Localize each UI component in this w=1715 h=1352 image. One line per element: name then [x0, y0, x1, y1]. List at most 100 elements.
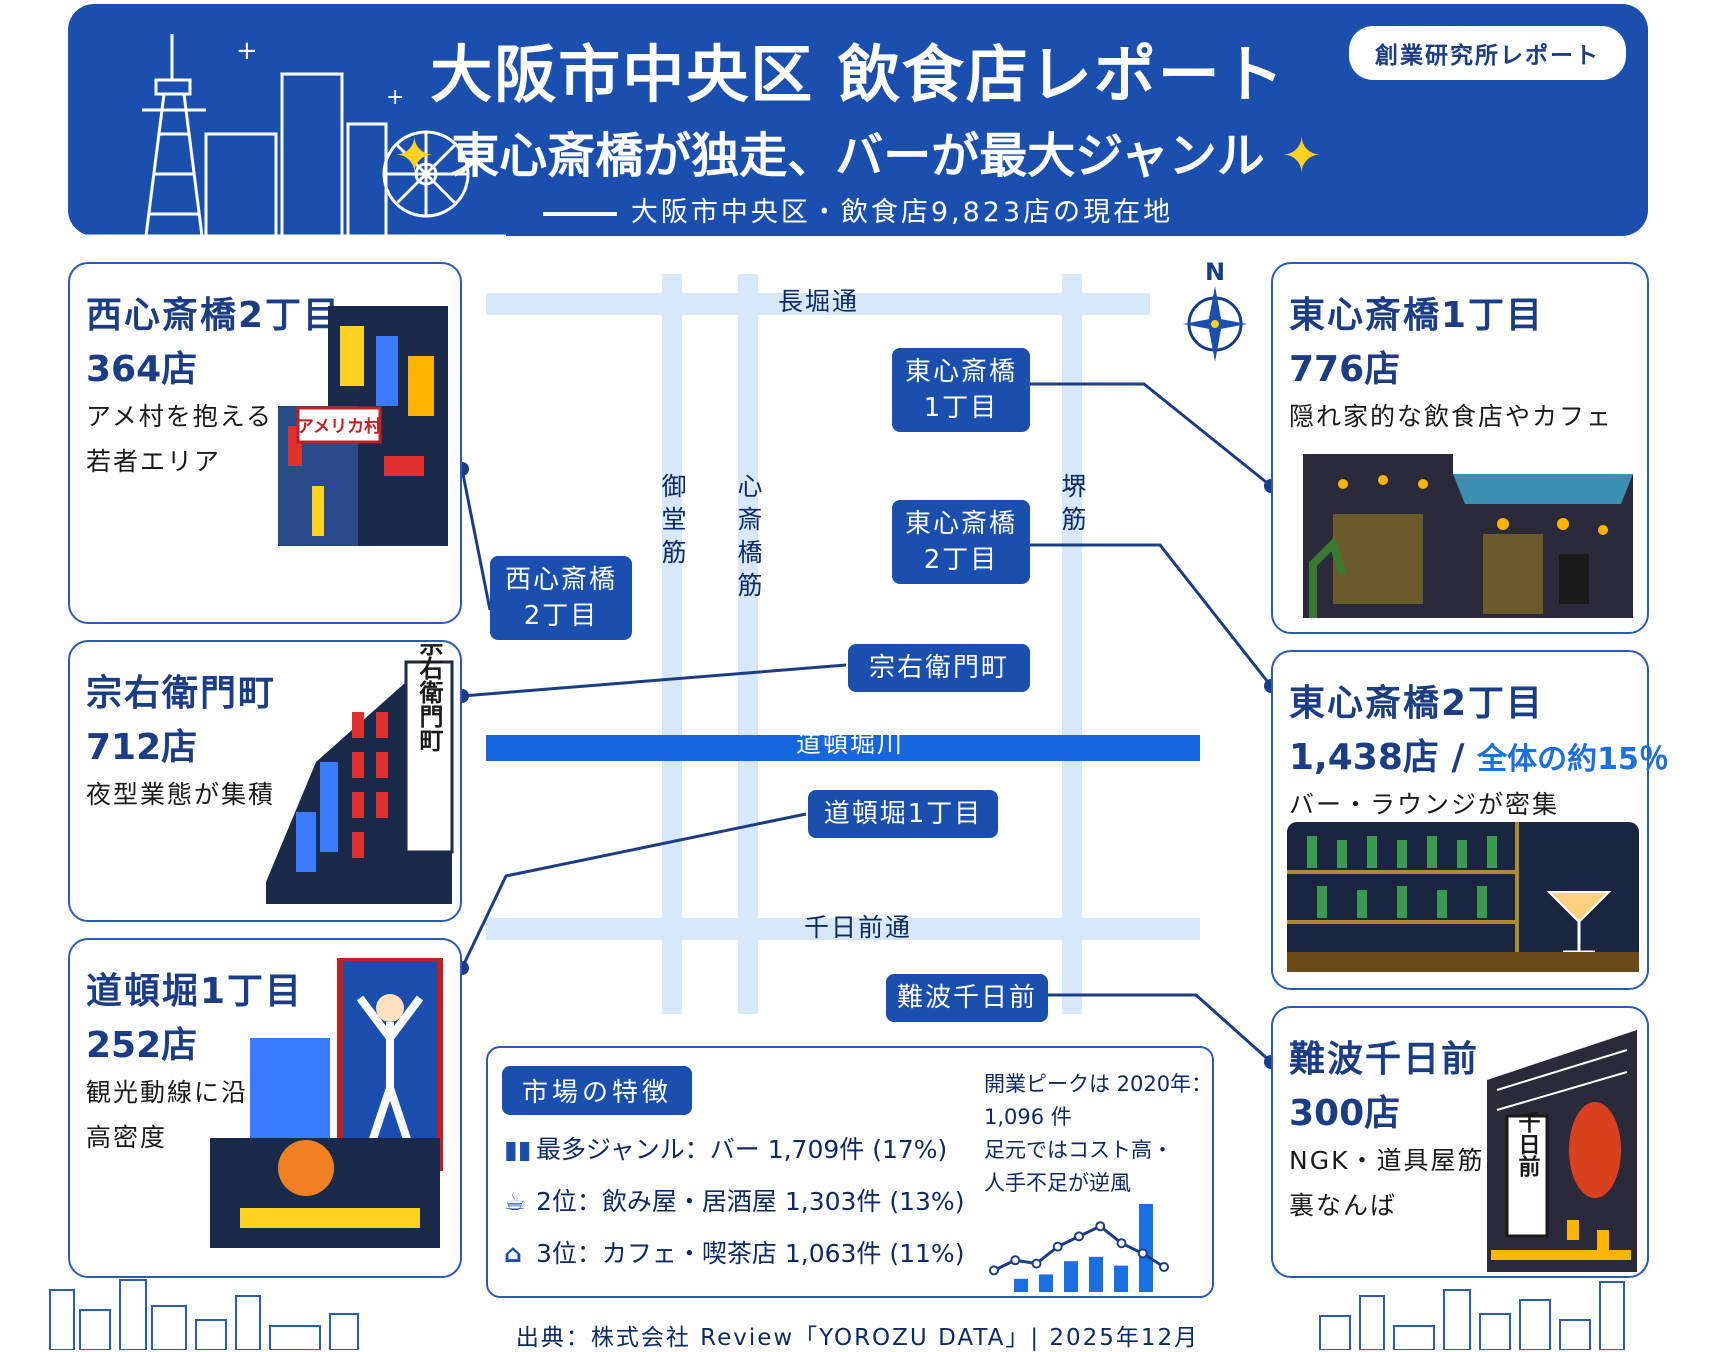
trend-point: [1116, 1238, 1127, 1249]
trend-bar: [1014, 1278, 1028, 1292]
svg-text:+: +: [386, 85, 404, 110]
area-name: 西心斎橋2丁目: [86, 295, 342, 336]
sign-america-mura: アメリカ村: [297, 416, 381, 437]
area-description: 高密度: [86, 1123, 168, 1152]
note-line: 開業ピークは 2020年：: [984, 1072, 1213, 1096]
store-count: 364店: [86, 349, 198, 390]
area-description: 隠れ家的な飲食店やカフェ: [1289, 402, 1614, 431]
market-share: 全体の約15％: [1477, 742, 1669, 777]
report-subtitle: ✦ 東心斎橋が独走、バーが最大ジャンル ✦: [68, 116, 1648, 186]
sparkle-icon: ✦: [1281, 128, 1322, 184]
svg-text:+: +: [236, 36, 258, 66]
trend-point: [1095, 1221, 1106, 1232]
trend-bar: [1089, 1256, 1103, 1292]
map-tag-nishi2: 西心斎橋 2丁目: [490, 556, 632, 640]
road-shinsaibashisuji: [738, 274, 758, 1014]
area-name: 宗右衛門町: [86, 673, 277, 714]
count-separator: /: [1438, 737, 1478, 778]
road-midosuji: [662, 274, 682, 1014]
store-count-value: 1,438店: [1289, 737, 1439, 778]
opening-trend-note: 開業ピークは 2020年： 1,096 件 足元ではコスト高・ 人手不足が逆風: [984, 1068, 1214, 1200]
river-dotonbori: [486, 735, 1200, 761]
trend-bar: [1039, 1274, 1053, 1292]
bar-chart-icon: ▮▮: [504, 1135, 532, 1164]
area-name: 道頓堀1丁目: [86, 971, 304, 1012]
store-count: 712店: [86, 727, 198, 768]
cup-icon: ☕: [504, 1187, 527, 1216]
dotonbori-illustration: [210, 958, 443, 1248]
note-line: 1,096 件: [984, 1105, 1072, 1129]
compass-icon: N: [1183, 258, 1247, 362]
data-source-footer: 出典：株式会社 Review「YOROZU DATA」| 2025年12月: [515, 1325, 1200, 1351]
card-namba-sennichimae: 難波千日前 300店 NGK・道具屋筋・ 裏なんば 千日前: [1271, 1006, 1649, 1278]
label-shinsaibashisuji: 心斎橋筋: [737, 472, 763, 600]
osaka-skyline-illustration: ++: [86, 34, 506, 236]
trend-point: [1074, 1231, 1084, 1242]
map-tag-namba: 難波千日前: [886, 974, 1048, 1022]
sennichimae-illustration: 千日前: [1487, 1030, 1637, 1272]
trend-bar: [1114, 1265, 1128, 1292]
map-tag-dotonbori: 道頓堀1丁目: [808, 790, 998, 838]
store-count: 252店: [86, 1025, 198, 1066]
market-row: ☕ 2位：飲み屋・居酒屋 1,303件 (13%): [504, 1182, 964, 1218]
area-description: アメ村を抱える: [86, 402, 274, 431]
card-nishi-shinsaibashi-2: 西心斎橋2丁目 364店 アメ村を抱える 若者エリア アメリカ村: [68, 262, 462, 624]
area-description: バー・ラウンジが密集: [1289, 790, 1560, 819]
card-dotonbori-1: 道頓堀1丁目 252店 観光動線に沿って 高密度: [68, 938, 462, 1278]
americamura-illustration: アメリカ村: [278, 306, 448, 546]
road-sakaisuji: [1062, 274, 1082, 1014]
area-name: 東心斎橋2丁目: [1289, 683, 1545, 724]
label-sennichimae: 千日前通: [804, 913, 913, 942]
report-tagline: 大阪市中央区・飲食店9,823店の現在地: [68, 190, 1648, 229]
subtitle-text: 東心斎橋が独走、バーが最大ジャンル: [451, 128, 1265, 184]
label-river: 道頓堀川: [796, 729, 905, 758]
market-row-text: 2位：飲み屋・居酒屋 1,303件 (13%): [536, 1187, 965, 1216]
area-name: 難波千日前: [1289, 1039, 1480, 1080]
bottom-right-skyline: [1319, 1281, 1625, 1350]
trend-bar: [1139, 1204, 1153, 1292]
header-banner: ++ 大阪市中央区 飲食店レポート ✦ 東心斎橋が独走、バーが最大ジャンル ✦ …: [68, 4, 1648, 236]
area-description: NGK・道具屋筋・: [1289, 1146, 1512, 1175]
market-row: ⌂ 3位：カフェ・喫茶店 1,063件 (11%): [504, 1234, 964, 1270]
card-soemoncho: 宗右衛門町 712店 夜型業態が集積 宗右衛門町: [68, 640, 462, 922]
note-line: 人手不足が逆風: [984, 1171, 1131, 1195]
market-row-text: 3位：カフェ・喫茶店 1,063件 (11%): [536, 1239, 965, 1268]
note-line: 足元ではコスト高・: [984, 1138, 1173, 1162]
area-description: 夜型業態が集積: [86, 780, 276, 809]
card-higashi-shinsaibashi-1: 東心斎橋1丁目 776店 隠れ家的な飲食店やカフェ: [1271, 262, 1649, 634]
label-nagahori: 長堀通: [778, 287, 860, 316]
trend-point: [989, 1265, 999, 1276]
opening-trend-sparkline: [989, 1204, 1169, 1292]
bar-lounge-illustration: [1287, 822, 1639, 972]
store-count: 776店: [1289, 349, 1401, 390]
area-name: 東心斎橋1丁目: [1289, 295, 1545, 336]
area-description: 裏なんば: [1289, 1191, 1398, 1220]
tagline-dash: [542, 211, 617, 216]
market-row-text: 最多ジャンル：バー 1,709件 (17%): [536, 1135, 948, 1164]
shop-icon: ⌂: [504, 1239, 522, 1268]
map-tag-soemon: 宗右衛門町: [848, 644, 1030, 692]
market-features-title: 市場の特徴: [502, 1066, 693, 1115]
sparkle-icon: ✦: [394, 128, 435, 184]
map-tag-higashi2: 東心斎橋 2丁目: [892, 500, 1030, 584]
area-description: 若者エリア: [86, 447, 222, 476]
trend-point: [1052, 1241, 1063, 1252]
trend-point: [1159, 1262, 1169, 1272]
bottom-left-skyline: [49, 1279, 359, 1350]
market-row: ▮▮最多ジャンル：バー 1,709件 (17%): [504, 1130, 947, 1166]
sign-soemoncho: 宗右衛門町: [415, 642, 444, 752]
publisher-badge: 創業研究所レポート: [1349, 26, 1626, 80]
trend-point: [1137, 1248, 1148, 1259]
tagline-text: 大阪市中央区・飲食店9,823店の現在地: [630, 197, 1174, 228]
soemoncho-illustration: 宗右衛門町: [266, 642, 454, 904]
label-sakaisuji: 堺筋: [1061, 472, 1087, 534]
store-count: 300店: [1289, 1093, 1401, 1134]
card-higashi-shinsaibashi-2: 東心斎橋2丁目 1,438店 / 全体の約15％ バー・ラウンジが密集: [1271, 650, 1669, 990]
map-tag-higashi1: 東心斎橋 1丁目: [892, 348, 1030, 432]
compass-north-label: N: [1205, 258, 1225, 286]
market-features-panel: 市場の特徴 ▮▮最多ジャンル：バー 1,709件 (17%) ☕ 2位：飲み屋・居…: [486, 1046, 1214, 1298]
road-nagahori: [486, 293, 1150, 315]
trend-bar: [1064, 1261, 1078, 1292]
trend-point: [1010, 1255, 1021, 1266]
report-title: 大阪市中央区 飲食店レポート: [430, 38, 1286, 111]
